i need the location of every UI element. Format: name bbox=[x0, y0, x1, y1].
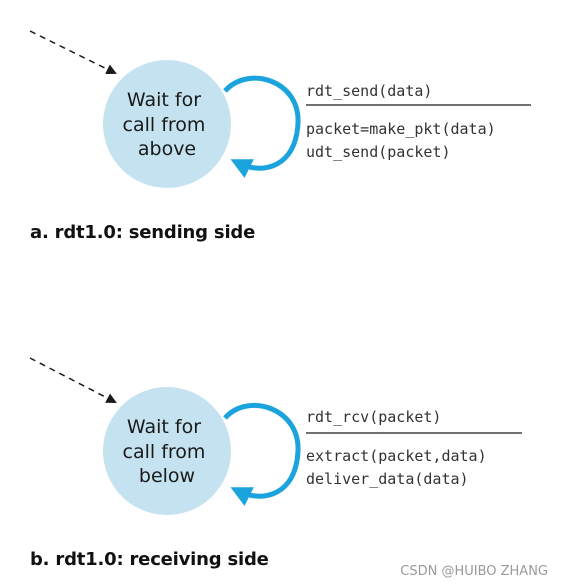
receiver-entry-arrow bbox=[29, 357, 117, 403]
sender-state-line-2: call from bbox=[123, 114, 206, 136]
sender-event-label: rdt_send(data) bbox=[306, 82, 432, 100]
receiver-state-circle bbox=[103, 387, 231, 515]
sender-action-1: packet=make_pkt(data) bbox=[306, 120, 496, 138]
sender-state-line-3: above bbox=[138, 138, 196, 160]
sender-fsm: Wait for call from above rdt_send(data) … bbox=[29, 30, 531, 188]
sender-entry-arrow bbox=[29, 30, 117, 74]
receiver-state-line-2: call from bbox=[123, 441, 206, 463]
sender-state-line-1: Wait for bbox=[127, 89, 201, 111]
receiver-self-loop-arrow bbox=[223, 402, 301, 507]
receiver-fsm: Wait for call from below rdt_rcv(packet)… bbox=[29, 357, 522, 515]
sender-state-label: Wait for call from above bbox=[123, 89, 212, 160]
receiver-action-1: extract(packet,data) bbox=[306, 447, 487, 465]
sender-caption: a. rdt1.0: sending side bbox=[30, 222, 256, 243]
receiver-state-label: Wait for call from below bbox=[123, 416, 212, 487]
sender-action-2: udt_send(packet) bbox=[306, 143, 451, 161]
receiver-action-2: deliver_data(data) bbox=[306, 470, 469, 488]
receiver-state-line-1: Wait for bbox=[127, 416, 201, 438]
receiver-event-label: rdt_rcv(packet) bbox=[306, 408, 441, 426]
sender-self-loop-arrow bbox=[223, 75, 301, 179]
sender-state-circle bbox=[103, 60, 231, 188]
receiver-state-line-3: below bbox=[139, 465, 195, 487]
receiver-caption: b. rdt1.0: receiving side bbox=[30, 549, 269, 570]
watermark-text: CSDN @HUIBO ZHANG bbox=[400, 564, 548, 579]
